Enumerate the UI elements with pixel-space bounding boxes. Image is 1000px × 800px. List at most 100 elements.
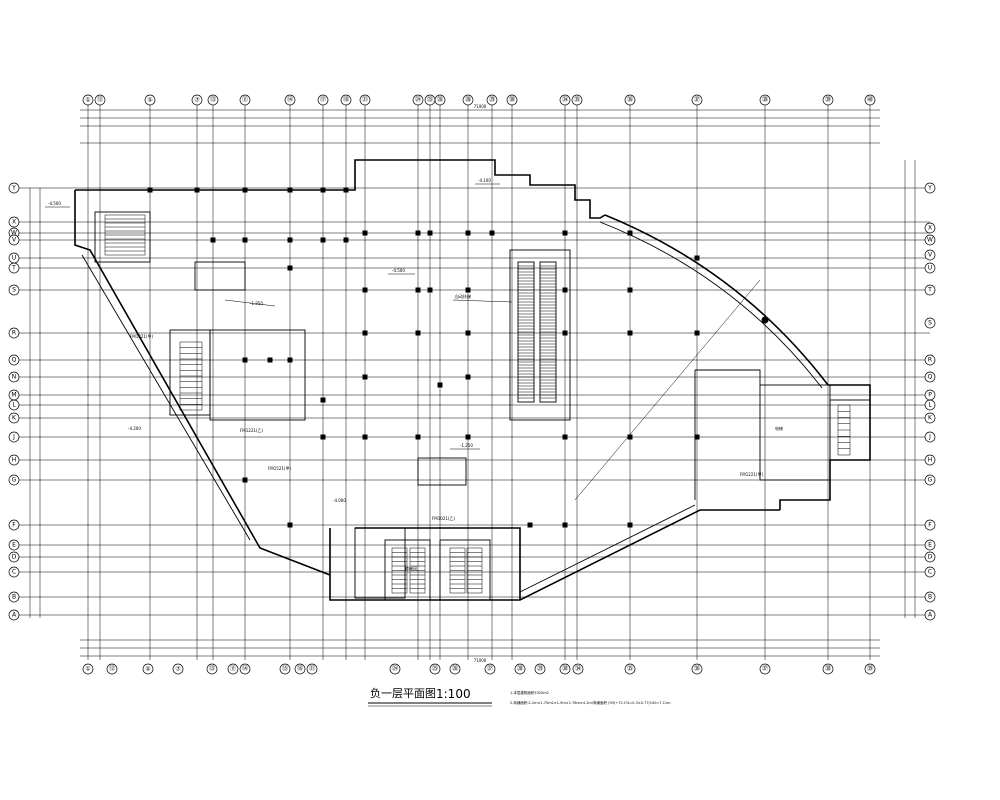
column bbox=[627, 434, 633, 440]
column bbox=[242, 477, 248, 483]
column bbox=[527, 522, 533, 528]
axis-bubble-right: F bbox=[924, 519, 936, 531]
axis-bubble-left: T bbox=[8, 262, 20, 274]
column bbox=[427, 287, 433, 293]
axis-bubble-top: ㊵ bbox=[864, 94, 876, 106]
svg-text:㉘: ㉘ bbox=[465, 96, 471, 104]
axis-bubble-right: G bbox=[924, 474, 936, 486]
axis-bubble-bottom: ㉗ bbox=[484, 663, 496, 675]
svg-text:⑬: ⑬ bbox=[210, 96, 216, 104]
column bbox=[320, 187, 326, 193]
section-diagonal bbox=[574, 279, 761, 501]
axis-bubble-bottom: ㉙ bbox=[534, 663, 546, 675]
column bbox=[627, 230, 633, 236]
svg-text:T: T bbox=[11, 265, 16, 272]
escalator bbox=[517, 261, 557, 403]
axis-bubble-top: ㊳ bbox=[759, 94, 771, 106]
stair bbox=[837, 404, 851, 456]
svg-text:㉑: ㉑ bbox=[362, 96, 368, 104]
svg-text:L: L bbox=[928, 402, 932, 409]
svg-text:E: E bbox=[12, 542, 16, 549]
svg-text:D: D bbox=[12, 554, 17, 561]
axis-bubble-bottom: ㉑ bbox=[306, 663, 318, 675]
axis-bubble-bottom: ㉞ bbox=[572, 663, 584, 675]
svg-text:A: A bbox=[928, 612, 933, 619]
column bbox=[627, 330, 633, 336]
axis-bubble-bottom: ⑫ bbox=[106, 663, 118, 675]
axis-bubble-bottom: ㉚ bbox=[559, 663, 571, 675]
svg-text:V: V bbox=[928, 252, 933, 259]
axis-bubble-bottom: ㉔ bbox=[389, 663, 401, 675]
axis-bubble-right: L bbox=[924, 399, 936, 411]
axis-bubble-left: S bbox=[8, 284, 20, 296]
axis-bubble-right: U bbox=[924, 262, 936, 274]
axis-bubble-bottom: ㉕ bbox=[429, 663, 441, 675]
axis-bubble-left: X bbox=[8, 216, 20, 228]
svg-text:Q: Q bbox=[928, 374, 933, 381]
column bbox=[320, 434, 326, 440]
column bbox=[320, 397, 326, 403]
axis-bubble-bottom: ⑭ bbox=[239, 663, 251, 675]
column bbox=[362, 287, 368, 293]
axis-bubble-top: ㉖ bbox=[434, 94, 446, 106]
svg-text:U: U bbox=[928, 265, 932, 272]
axis-bubble-right: E bbox=[924, 539, 936, 551]
svg-text:R: R bbox=[928, 357, 932, 364]
axis-bubble-top: ㊱ bbox=[624, 94, 636, 106]
axis-bubble-right: H bbox=[924, 454, 936, 466]
axis-bubble-right: R bbox=[924, 354, 936, 366]
svg-text:G: G bbox=[928, 477, 933, 484]
axis-bubble-bottom: ⑦ bbox=[172, 663, 184, 675]
column bbox=[343, 187, 349, 193]
column bbox=[465, 434, 471, 440]
column bbox=[362, 330, 368, 336]
svg-text:㉚: ㉚ bbox=[562, 665, 568, 673]
column bbox=[287, 357, 293, 363]
axis-bubble-left: K bbox=[8, 412, 20, 424]
svg-text:⑰: ⑰ bbox=[320, 96, 326, 104]
axis-bubble-top: ⑤ bbox=[144, 94, 156, 106]
svg-text:⑯: ⑯ bbox=[297, 665, 303, 673]
drawing-note-2: 2.商铺面积:2.2m×1.70m2×1.5m×1.76m×4.1m/商铺面积 … bbox=[510, 700, 671, 705]
axis-bubble-right: Y bbox=[924, 182, 936, 194]
drawing-scale: 1:100 bbox=[436, 687, 471, 701]
stair bbox=[466, 547, 483, 594]
axis-bubble-top: ㊴ bbox=[822, 94, 834, 106]
axis-bubble-right: A bbox=[924, 609, 936, 621]
svg-text:T: T bbox=[927, 287, 932, 294]
axis-bubble-left: H bbox=[8, 454, 20, 466]
axis-bubble-top: ⑪ bbox=[239, 94, 251, 106]
axis-bubble-bottom: ㊲ bbox=[759, 663, 771, 675]
column bbox=[320, 237, 326, 243]
axis-bubble-left: L bbox=[8, 399, 20, 411]
axis-bubble-left: C bbox=[8, 566, 20, 578]
svg-text:㉘: ㉘ bbox=[517, 665, 523, 673]
axis-bubble-right: S bbox=[924, 317, 936, 329]
svg-text:⑮: ⑮ bbox=[282, 665, 288, 673]
axis-bubble-left: B bbox=[8, 591, 20, 603]
axis-bubble-top: ㉙ bbox=[486, 94, 498, 106]
elevation-label: -1.250 bbox=[250, 301, 263, 306]
svg-text:C: C bbox=[928, 569, 932, 576]
svg-text:H: H bbox=[928, 457, 933, 464]
column bbox=[415, 434, 421, 440]
column bbox=[210, 237, 216, 243]
door-label: FM1021(甲) bbox=[130, 334, 153, 339]
elevation-label: -4.100 bbox=[478, 178, 491, 183]
horizontal-grid-lines bbox=[12, 187, 930, 616]
column bbox=[415, 287, 421, 293]
column bbox=[489, 230, 495, 236]
column bbox=[287, 187, 293, 193]
room-label: 自动扶梯 bbox=[455, 293, 471, 299]
door-label: FM1221(甲) bbox=[740, 472, 763, 477]
column bbox=[465, 374, 471, 380]
column bbox=[465, 330, 471, 336]
axis-bubble-top: ① bbox=[82, 94, 94, 106]
axis-bubble-right: B bbox=[924, 591, 936, 603]
svg-text:㊴: ㊴ bbox=[867, 665, 873, 673]
svg-text:A: A bbox=[12, 612, 17, 619]
svg-text:B: B bbox=[928, 594, 932, 601]
axis-bubble-right: Q bbox=[924, 371, 936, 383]
axis-bubble-top: ㉔ bbox=[412, 94, 424, 106]
